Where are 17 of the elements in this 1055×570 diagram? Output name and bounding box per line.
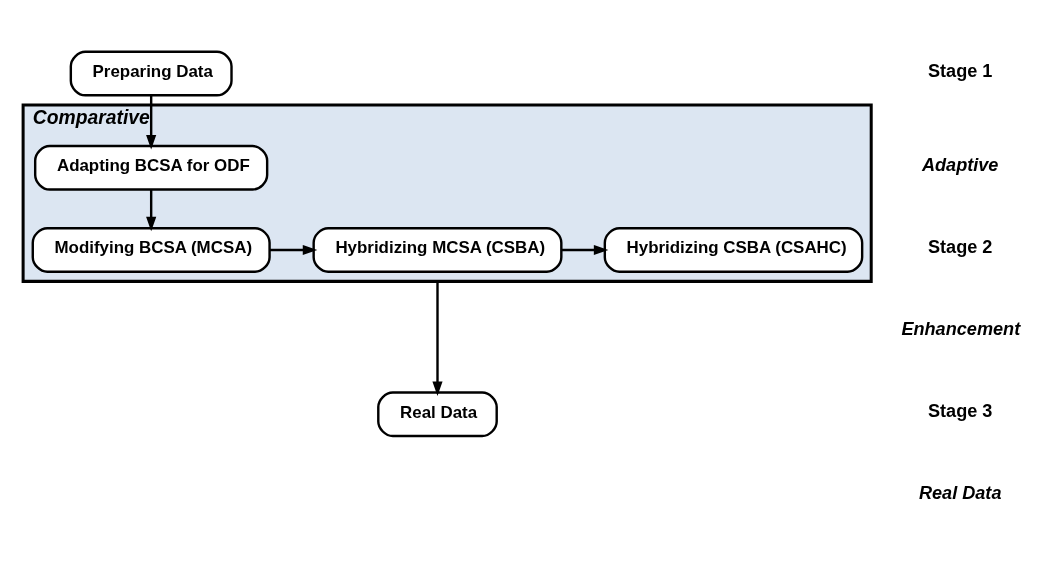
node-box: Real Data bbox=[377, 391, 498, 438]
label: Stage 2 bbox=[927, 236, 993, 257]
label: Enhancement bbox=[901, 319, 1021, 340]
label: Stage 3 bbox=[927, 401, 993, 422]
arrow bbox=[269, 244, 318, 256]
node-box: Preparing Data bbox=[69, 50, 233, 97]
label: Adaptive bbox=[921, 154, 999, 175]
arrow bbox=[561, 244, 609, 256]
arrow bbox=[146, 189, 157, 232]
node-box: Hybridizing MCSA (CSBA) bbox=[312, 227, 563, 273]
label: Stage 1 bbox=[927, 60, 993, 81]
node-box: Adapting BCSA for ODF bbox=[34, 144, 269, 191]
arrow bbox=[432, 281, 443, 396]
node-box: Modifying BCSA (MCSA) bbox=[31, 227, 271, 273]
label: Real Data bbox=[918, 483, 1002, 504]
arrow bbox=[146, 95, 157, 150]
node-box: Hybridizing CSBA (CSAHC) bbox=[603, 227, 864, 273]
